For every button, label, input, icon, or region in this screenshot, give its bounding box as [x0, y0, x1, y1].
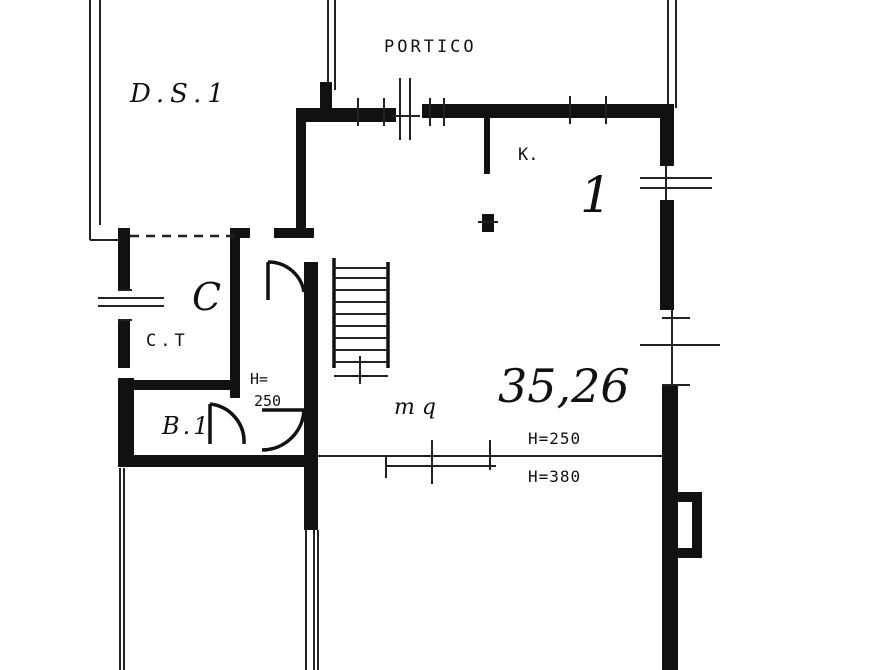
label-c: C: [192, 275, 221, 319]
label-ds1: D.S.1: [129, 79, 230, 109]
center-symbol: [478, 214, 498, 232]
label-area-value: 35,26: [498, 359, 630, 413]
label-h-small-top: H=: [250, 370, 268, 388]
lower-outline: [119, 440, 662, 670]
openings: [98, 78, 720, 386]
label-kitchen: K.: [518, 145, 538, 165]
label-room-number: 1: [580, 166, 612, 224]
walls: [118, 82, 702, 670]
label-h-small-bottom: 250: [254, 392, 281, 410]
label-b1: B.1: [161, 412, 212, 440]
door-swings: [208, 260, 306, 452]
label-h250: H=250: [528, 429, 581, 448]
porch-outline: [89, 0, 677, 241]
label-ct: C.T: [146, 331, 189, 351]
label-portico: PORTICO: [384, 37, 477, 57]
label-h380: H=380: [528, 467, 581, 486]
label-area-prefix: m q: [394, 395, 436, 420]
staircase: [332, 258, 390, 384]
